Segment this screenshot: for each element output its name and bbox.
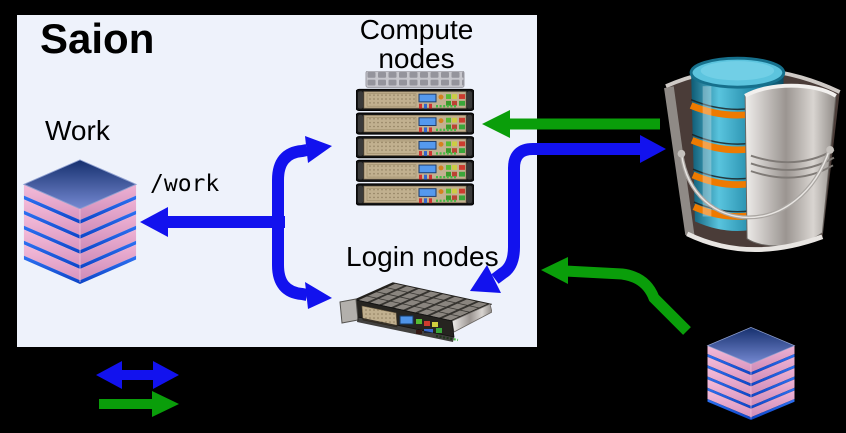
- work-label: Work: [45, 115, 110, 146]
- legend-green-arrow: [99, 391, 179, 417]
- compute-nodes-label: Compute nodes: [359, 14, 474, 74]
- arrow-login-object-storage: [470, 135, 666, 293]
- rack-server-icon: [339, 282, 492, 342]
- legend-blue-double-arrow: [96, 361, 179, 389]
- arrow-object-storage-to-compute: [482, 110, 660, 138]
- login-nodes-label: Login nodes: [346, 241, 499, 272]
- work-mount-path: /work: [150, 171, 220, 197]
- arrow-remote-storage-to-login: [541, 257, 691, 335]
- server-rack-icon: [356, 71, 474, 207]
- bucket-database-icon: [664, 56, 841, 252]
- cluster-title: Saion: [40, 15, 155, 62]
- arrow-work-branch: [140, 136, 332, 309]
